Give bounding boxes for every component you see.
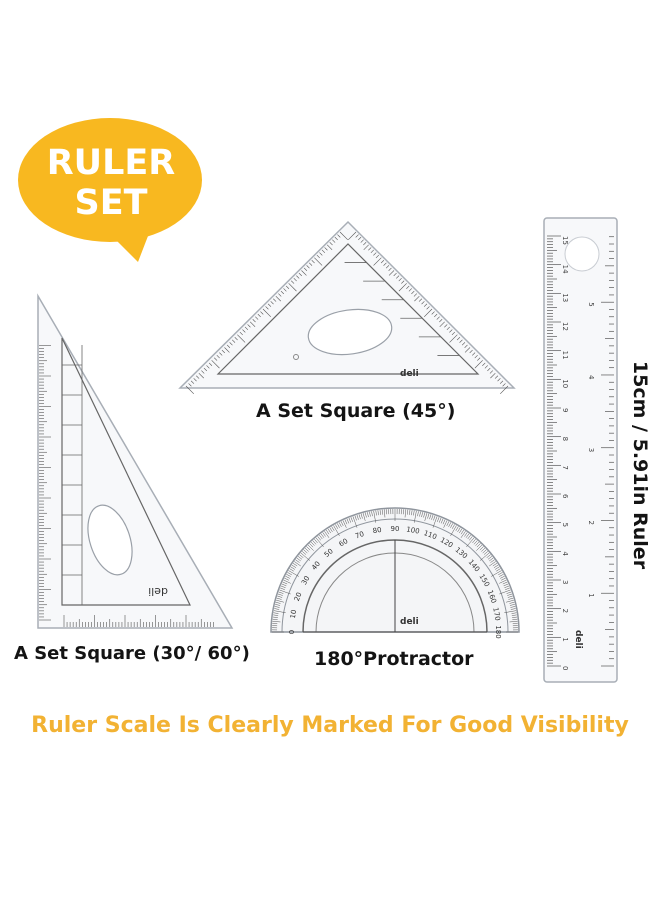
svg-text:180: 180 (494, 625, 502, 638)
svg-text:70: 70 (354, 530, 365, 541)
brand-logo-protractor: deli (400, 617, 419, 627)
brand-logo-30: deli (148, 585, 168, 598)
set-square-30-60: deli (37, 293, 234, 629)
svg-text:100: 100 (406, 525, 421, 535)
svg-text:50: 50 (323, 547, 335, 559)
badge-line-2: SET (74, 183, 148, 223)
label-protractor: 180°Protractor (314, 648, 474, 670)
brand-logo-45: deli (400, 369, 419, 379)
svg-text:60: 60 (338, 537, 350, 548)
svg-text:9: 9 (561, 408, 569, 412)
tagline: Ruler Scale Is Clearly Marked For Good V… (31, 713, 629, 738)
badge-line-1: RULER (46, 143, 176, 183)
label-set-square-45: A Set Square (45°) (256, 400, 456, 422)
svg-text:30: 30 (300, 575, 311, 587)
svg-text:2: 2 (587, 520, 595, 524)
svg-text:12: 12 (561, 322, 569, 331)
svg-text:4: 4 (561, 551, 569, 556)
svg-text:20: 20 (293, 591, 304, 602)
svg-text:3: 3 (587, 448, 595, 452)
svg-text:5: 5 (587, 302, 595, 306)
svg-text:90: 90 (391, 525, 400, 533)
svg-text:2: 2 (561, 609, 569, 613)
svg-text:10: 10 (289, 609, 298, 619)
svg-text:1: 1 (587, 593, 595, 597)
set-square-45: deli (178, 220, 516, 394)
svg-text:7: 7 (561, 465, 569, 469)
ruler-set-badge (18, 118, 202, 262)
svg-text:5: 5 (561, 523, 569, 527)
svg-text:14: 14 (561, 265, 569, 274)
svg-text:8: 8 (561, 437, 569, 441)
svg-text:3: 3 (561, 580, 569, 584)
svg-text:0: 0 (561, 666, 569, 670)
label-ruler: 15cm / 5.91in Ruler (629, 360, 651, 570)
badge-label: RULER SET (20, 143, 202, 223)
svg-text:40: 40 (310, 560, 322, 572)
svg-text:15: 15 (561, 236, 569, 245)
svg-text:6: 6 (561, 494, 569, 499)
label-set-square-30-60: A Set Square (30°/ 60°) (14, 643, 250, 664)
svg-text:0: 0 (288, 630, 296, 634)
svg-text:170: 170 (491, 607, 501, 622)
svg-text:deli: deli (573, 630, 583, 649)
svg-text:80: 80 (372, 526, 382, 535)
svg-text:1: 1 (561, 637, 569, 641)
svg-text:10: 10 (561, 379, 569, 388)
svg-text:4: 4 (587, 375, 595, 380)
svg-text:13: 13 (561, 293, 569, 302)
svg-text:11: 11 (561, 351, 569, 360)
